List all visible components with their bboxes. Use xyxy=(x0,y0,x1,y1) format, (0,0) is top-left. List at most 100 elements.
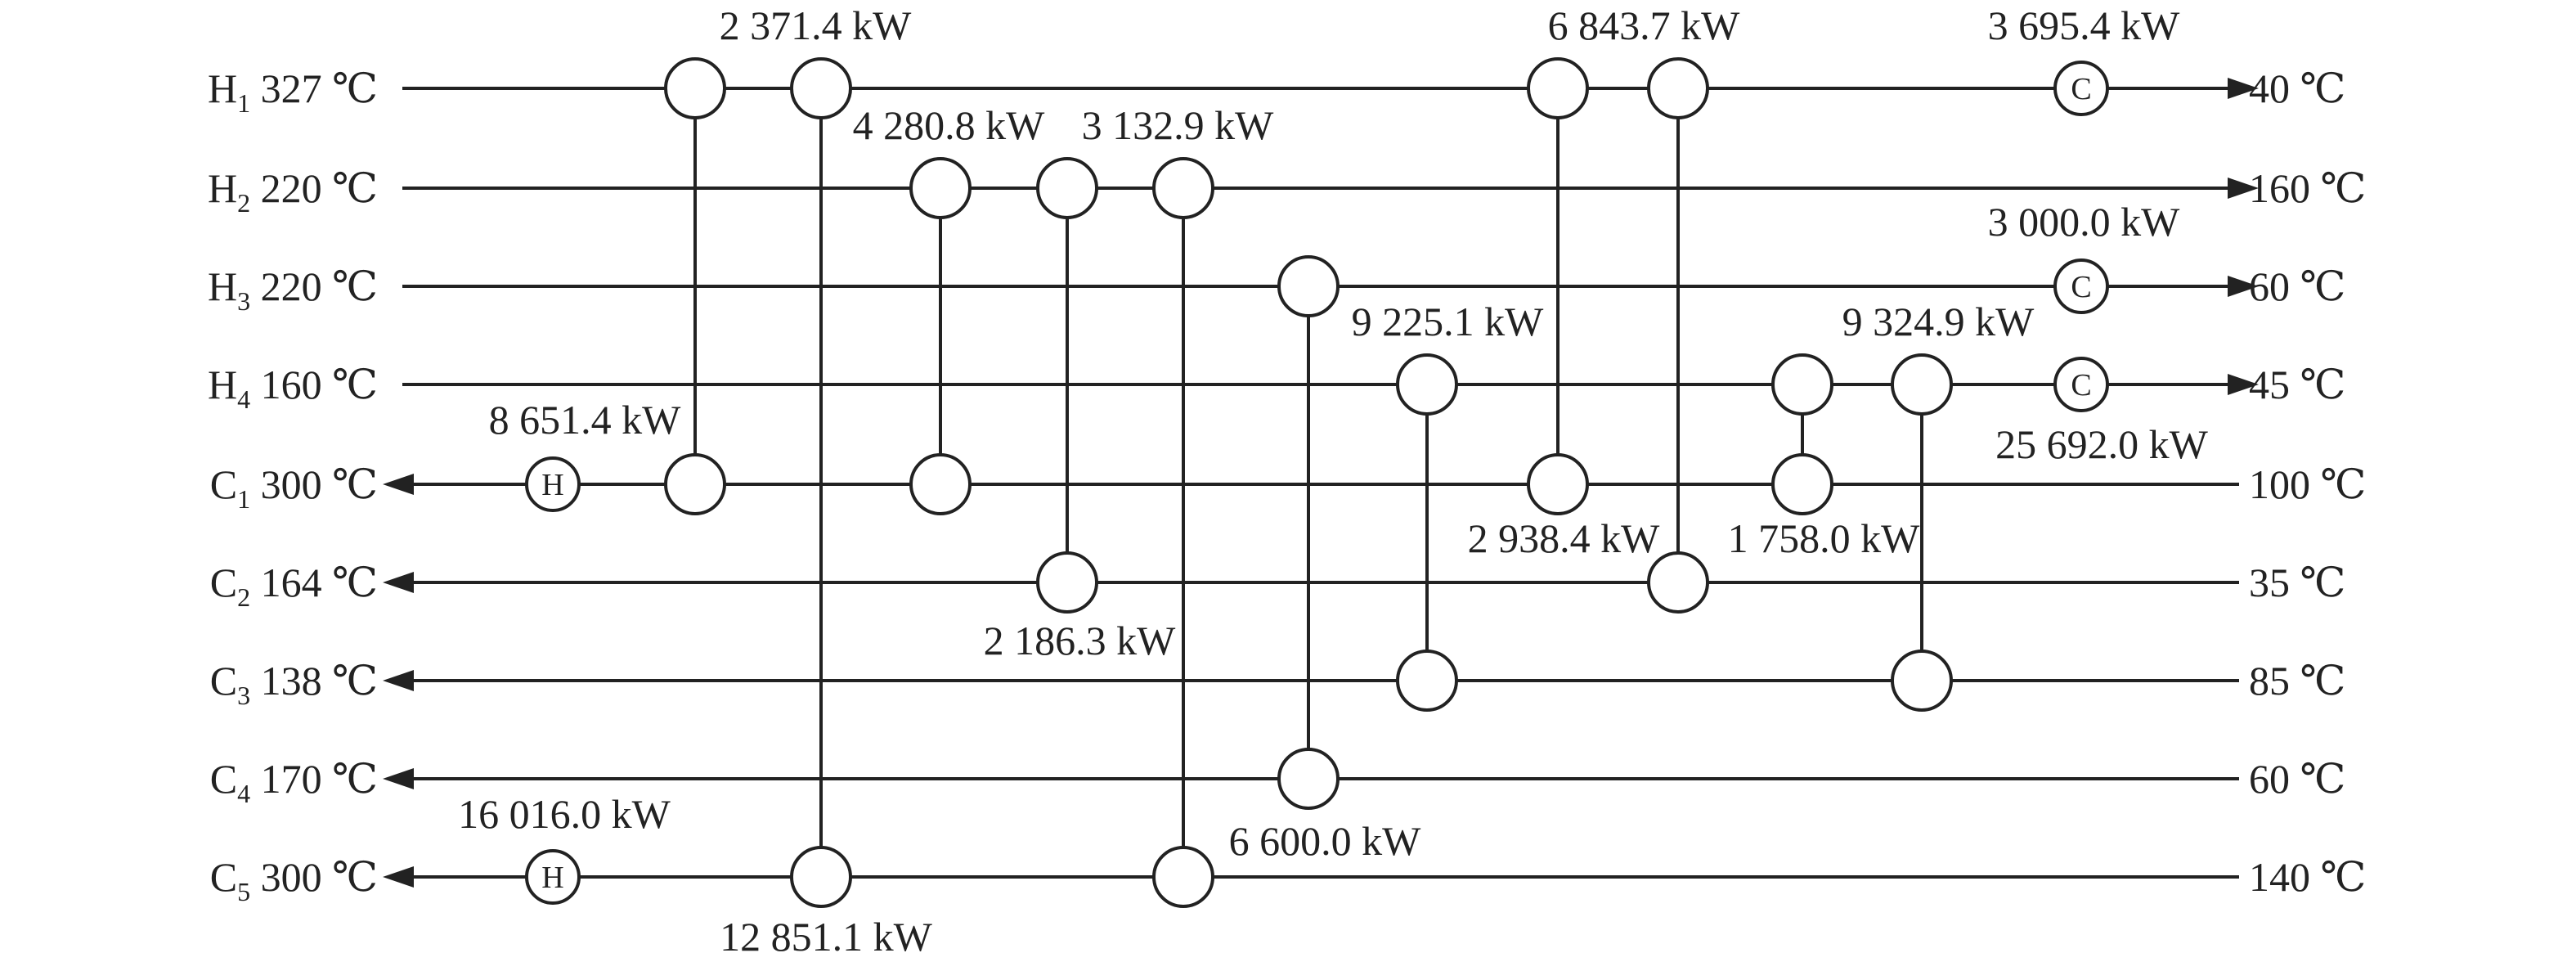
arrowhead-h4 xyxy=(2228,374,2259,395)
heater-utility: H xyxy=(525,456,581,512)
exchanger-circle xyxy=(1396,650,1458,712)
utility-letter: C xyxy=(2071,72,2091,106)
exchanger-connections xyxy=(693,118,1923,847)
duty-label: 3 000.0 kW xyxy=(1988,199,2181,245)
arrowhead-c1 xyxy=(383,474,414,495)
stream-label-c1: C1 300 ℃ xyxy=(210,461,378,514)
exchanger-circle xyxy=(664,57,726,119)
duty-label: 25 692.0 kW xyxy=(1995,421,2209,467)
cooler-utility: C xyxy=(2053,61,2109,116)
duty-label: 6 600.0 kW xyxy=(1229,818,1422,864)
stream-label-c3: C3 138 ℃ xyxy=(210,658,378,710)
utility-letter: H xyxy=(541,468,563,502)
exchanger-circle xyxy=(1527,453,1589,515)
arrowhead-c5 xyxy=(383,866,414,888)
duty-labels: 8 651.4 kW 2 371.4 kW 4 280.8 kW 3 132.9 kW… xyxy=(458,2,2209,960)
duty-label: 6 843.7 kW xyxy=(1548,2,1741,48)
exchanger-circle xyxy=(1152,157,1214,219)
stream-right-temp-c1: 100 ℃ xyxy=(2249,461,2366,507)
stream-letter: H xyxy=(208,263,237,309)
duty-label: 3 132.9 kW xyxy=(1082,102,1275,148)
stream-letter: C xyxy=(210,658,237,704)
stream-letter: H xyxy=(208,362,237,407)
stream-subscript: 4 xyxy=(237,384,250,414)
exchanger-circle xyxy=(790,57,852,119)
duty-label: 8 651.4 kW xyxy=(489,397,682,443)
stream-left-temp: 300 ℃ xyxy=(250,461,378,507)
exchanger-circle xyxy=(909,157,972,219)
stream-right-temp-c4: 60 ℃ xyxy=(2249,756,2345,802)
stream-right-temp-c5: 140 ℃ xyxy=(2249,854,2366,900)
stream-left-temp: 300 ℃ xyxy=(250,854,378,900)
utility-letter: C xyxy=(2071,270,2091,304)
stream-right-temp-h4: 45 ℃ xyxy=(2249,362,2345,407)
exchanger-circle xyxy=(1891,650,1953,712)
arrowhead-c3 xyxy=(383,670,414,691)
stream-right-temp-h3: 60 ℃ xyxy=(2249,263,2345,309)
exchanger-circle xyxy=(1647,57,1709,119)
exchanger-circle xyxy=(1036,551,1098,614)
duty-label: 16 016.0 kW xyxy=(458,791,671,837)
utility-circle xyxy=(2053,258,2109,314)
stream-right-temp-h1: 40 ℃ xyxy=(2249,65,2345,111)
stream-letter: C xyxy=(210,560,237,605)
cooler-utility: C xyxy=(2053,258,2109,314)
stream-letter: C xyxy=(210,854,237,900)
duty-label: 12 851.1 kW xyxy=(720,914,933,960)
stream-letter: C xyxy=(210,461,237,507)
stream-left-temp: 160 ℃ xyxy=(250,362,378,407)
exchanger-circle xyxy=(1647,551,1709,614)
exchanger-circle xyxy=(909,453,972,515)
utility-circle xyxy=(525,456,581,512)
duty-label: 4 280.8 kW xyxy=(853,102,1046,148)
exchanger-circle xyxy=(1152,846,1214,908)
stream-left-temp: 170 ℃ xyxy=(250,756,378,802)
stream-left-temp: 220 ℃ xyxy=(250,165,378,211)
stream-subscript: 1 xyxy=(237,484,250,514)
arrowhead-h1 xyxy=(2228,78,2259,99)
duty-label: 3 695.4 kW xyxy=(1988,2,2181,48)
exchanger-circle xyxy=(1527,57,1589,119)
exchanger-circle xyxy=(790,846,852,908)
duty-label: 2 371.4 kW xyxy=(720,2,913,48)
exchanger-circle xyxy=(1771,453,1833,515)
stream-label-h3: H3 220 ℃ xyxy=(208,263,378,316)
stream-subscript: 4 xyxy=(237,779,250,808)
stream-right-temp-h2: 160 ℃ xyxy=(2249,165,2366,211)
stream-subscript: 1 xyxy=(237,88,250,118)
stream-letter: C xyxy=(210,756,237,802)
arrowhead-h2 xyxy=(2228,178,2259,199)
duty-label: 2 938.4 kW xyxy=(1468,515,1661,561)
duty-label: 9 324.9 kW xyxy=(1842,299,2035,344)
exchanger-circle xyxy=(1036,157,1098,219)
stream-label-h2: H2 220 ℃ xyxy=(208,165,378,218)
utility-letter: C xyxy=(2071,368,2091,402)
stream-subscript: 5 xyxy=(237,877,250,906)
exchanger-circle xyxy=(1771,353,1833,416)
exchanger-circle xyxy=(1277,748,1340,810)
stream-subscript: 3 xyxy=(237,286,250,316)
cooler-utility: C xyxy=(2053,357,2109,412)
stream-subscript: 2 xyxy=(237,582,250,612)
utility-circle xyxy=(2053,357,2109,412)
stream-subscript: 3 xyxy=(237,681,250,710)
duty-label: 2 186.3 kW xyxy=(984,618,1177,663)
stream-left-temp: 164 ℃ xyxy=(250,560,378,605)
utility-circle xyxy=(525,849,581,905)
heater-utility: H xyxy=(525,849,581,905)
stream-right-temp-c3: 85 ℃ xyxy=(2249,658,2345,704)
exchanger-circle xyxy=(1396,353,1458,416)
exchanger-circle xyxy=(664,453,726,515)
stream-left-temp: 327 ℃ xyxy=(250,65,378,111)
stream-label-c5: C5 300 ℃ xyxy=(210,854,378,906)
duty-label: 9 225.1 kW xyxy=(1352,299,1545,344)
exchanger-circle xyxy=(1277,255,1340,317)
stream-letter: H xyxy=(208,65,237,111)
exchanger-circle xyxy=(1891,353,1953,416)
arrowhead-c4 xyxy=(383,768,414,789)
stream-label-c2: C2 164 ℃ xyxy=(210,560,378,612)
stream-letter: H xyxy=(208,165,237,211)
utility-letter: H xyxy=(541,861,563,895)
